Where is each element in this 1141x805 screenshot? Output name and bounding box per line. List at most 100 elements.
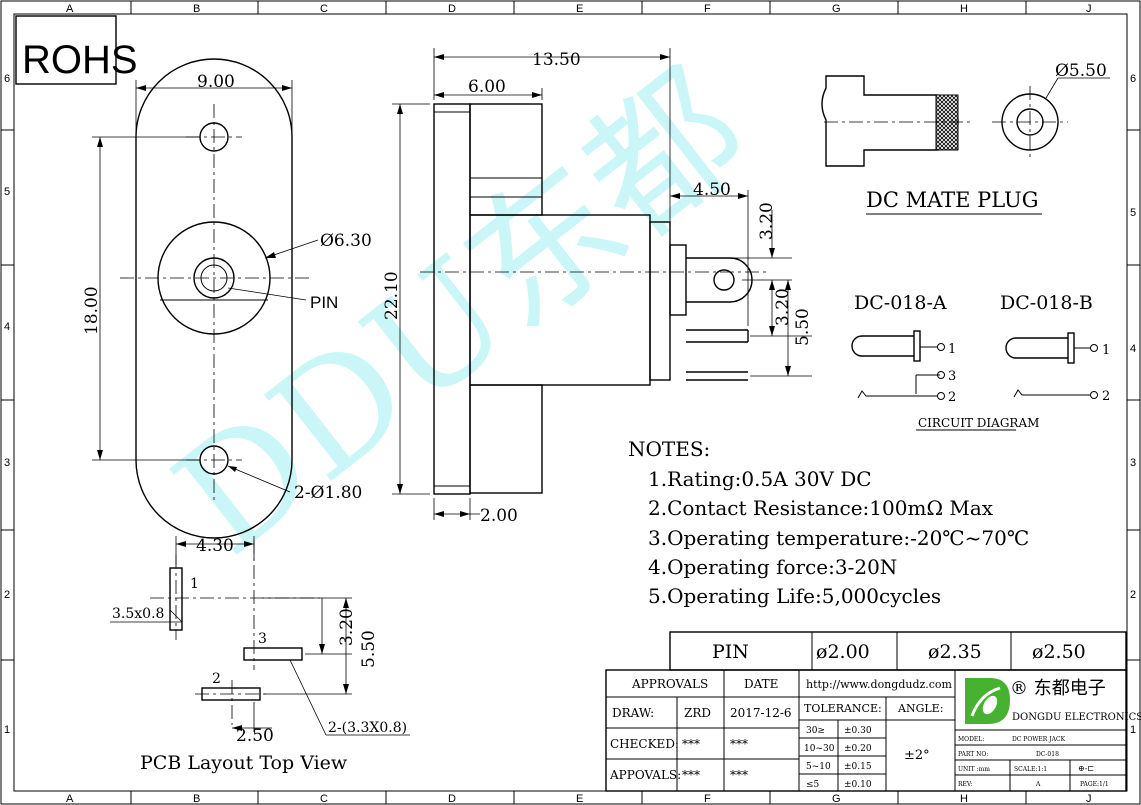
tb-appovals: APPOVALS: bbox=[609, 768, 681, 782]
side-view bbox=[392, 48, 812, 520]
tb-rev-k: REV: bbox=[958, 781, 973, 788]
col-j-bottom: J bbox=[1086, 793, 1092, 805]
col-f-top: F bbox=[704, 3, 711, 15]
row-6-left: 6 bbox=[4, 73, 10, 85]
tb-checked: CHECKED: bbox=[610, 737, 679, 751]
tb-page: PAGE:1/1 bbox=[1080, 781, 1109, 788]
rohs-box bbox=[15, 15, 117, 85]
tb-tol-range-2: 10~30 bbox=[804, 744, 835, 754]
note-2: 2.Contact Resistance:100mΩ Max bbox=[648, 496, 994, 520]
tb-tol-val-1: ±0.30 bbox=[844, 726, 872, 736]
front-dim-height: 18.00 bbox=[82, 286, 102, 335]
pcb-pad2-label: 2-(3.3X0.8) bbox=[328, 720, 407, 736]
front-dim-dia: Ø6.30 bbox=[320, 231, 372, 251]
circuit-a-pin2: 2 bbox=[948, 390, 956, 405]
row-4-right: 4 bbox=[1130, 343, 1136, 355]
tb-draw: DRAW: bbox=[612, 706, 654, 720]
note-4: 4.Operating force:3-20N bbox=[648, 555, 897, 579]
pin-option-2: ø2.35 bbox=[928, 641, 982, 663]
note-5: 5.Operating Life:5,000cycles bbox=[648, 584, 941, 608]
side-dim-tab: 4.50 bbox=[693, 180, 731, 200]
side-dim-v1: 3.20 bbox=[757, 202, 777, 240]
row-4-left: 4 bbox=[4, 321, 10, 333]
tb-tol-range-4: ≤5 bbox=[806, 780, 820, 790]
side-dim-body: 6.00 bbox=[468, 77, 506, 97]
tb-part-k: PART NO: bbox=[958, 751, 988, 758]
col-c-bottom: C bbox=[320, 793, 328, 805]
tb-checked-stars-1: *** bbox=[682, 737, 700, 751]
tb-company-en: DONGDU ELECTRONICS bbox=[1012, 712, 1141, 723]
tb-projection: ⊕-⊏ bbox=[1078, 764, 1094, 773]
inner-border bbox=[13, 13, 1128, 792]
plug-dia: Ø5.50 bbox=[1055, 61, 1107, 81]
row-6-right: 6 bbox=[1130, 73, 1136, 85]
front-view bbox=[92, 58, 319, 539]
circuit-b-pin1: 1 bbox=[1102, 343, 1110, 358]
tb-approvals: APPROVALS bbox=[631, 677, 708, 691]
col-a-top: A bbox=[66, 3, 74, 15]
row-3-right: 3 bbox=[1130, 457, 1136, 469]
circuit-a-pin3: 3 bbox=[948, 369, 956, 384]
pcb-dim-32: 3.20 bbox=[337, 608, 357, 646]
pcb-dim-25: 2.50 bbox=[236, 726, 274, 746]
tb-angle-val: ±2° bbox=[904, 748, 930, 763]
tb-appovals-stars-2: *** bbox=[730, 768, 748, 782]
tb-scale: SCALE:1:1 bbox=[1014, 766, 1047, 773]
tb-tol-val-4: ±0.10 bbox=[844, 780, 872, 790]
notes-title: NOTES: bbox=[628, 437, 710, 461]
mate-plug-drawing bbox=[821, 75, 1110, 215]
col-b-top: B bbox=[193, 3, 200, 15]
side-dim-height: 22.10 bbox=[382, 271, 402, 320]
col-b-bottom: B bbox=[193, 793, 200, 805]
col-g-top: G bbox=[832, 3, 841, 15]
circuit-a-pin1: 1 bbox=[948, 342, 956, 357]
tb-draw-name: ZRD bbox=[684, 706, 711, 720]
pcb-dim-55: 5.50 bbox=[359, 630, 379, 668]
row-2-right: 2 bbox=[1130, 589, 1136, 601]
title-block bbox=[605, 669, 1127, 792]
side-dim-flange: 2.00 bbox=[480, 506, 518, 526]
side-dim-v3: 5.50 bbox=[793, 308, 813, 346]
frame-labels: A B C D E F G H J A B C D E F G H J 6 5 … bbox=[4, 3, 1136, 805]
plug-label: DC MATE PLUG bbox=[866, 188, 1039, 212]
tb-model-k: MODEL: bbox=[958, 736, 984, 743]
row-2-left: 2 bbox=[4, 589, 10, 601]
tb-rev-v: A bbox=[1035, 781, 1041, 788]
row-5-right: 5 bbox=[1130, 207, 1136, 219]
note-1: 1.Rating:0.5A 30V DC bbox=[648, 467, 872, 491]
logo bbox=[965, 678, 1010, 724]
tb-tol-range-1: 30≥ bbox=[806, 726, 825, 736]
tb-url: http://www.dongdudz.com bbox=[806, 678, 953, 691]
col-c-top: C bbox=[320, 3, 328, 15]
note-3: 3.Operating temperature:-20℃~70℃ bbox=[648, 526, 1029, 550]
pcb-title: PCB Layout Top View bbox=[140, 752, 348, 774]
col-h-bottom: H bbox=[960, 793, 968, 805]
tb-appovals-stars-1: *** bbox=[682, 768, 700, 782]
rohs-label: ROHS bbox=[22, 38, 138, 82]
tb-model-v: DC POWER JACK bbox=[1012, 736, 1066, 743]
tb-unit-k: UNIT :mm bbox=[958, 766, 990, 773]
tb-tol-val-3: ±0.15 bbox=[844, 762, 872, 772]
front-dim-width: 9.00 bbox=[197, 72, 235, 92]
col-a-bottom: A bbox=[66, 793, 74, 805]
circuit-diagram bbox=[851, 330, 1098, 431]
row-3-left: 3 bbox=[4, 457, 10, 469]
pcb-n1: 1 bbox=[190, 576, 199, 592]
tb-company-cn: ® 东都电子 bbox=[1010, 678, 1106, 699]
pcb-n2: 2 bbox=[212, 671, 221, 687]
side-dim-total: 13.50 bbox=[532, 50, 581, 70]
circuit-b-label: DC-018-B bbox=[1000, 292, 1093, 314]
col-d-bottom: D bbox=[448, 793, 456, 805]
pcb-pad1-label: 3.5x0.8 bbox=[112, 606, 164, 622]
tb-tolerance: TOLERANCE: bbox=[804, 702, 882, 715]
col-g-bottom: G bbox=[832, 793, 841, 805]
front-hole-label: 2-Ø1.80 bbox=[294, 483, 362, 503]
circuit-a-label: DC-018-A bbox=[854, 292, 947, 314]
notes: NOTES: 1.Rating:0.5A 30V DC 2.Contact Re… bbox=[628, 437, 1029, 608]
tb-checked-stars-2: *** bbox=[730, 737, 748, 751]
row-5-left: 5 bbox=[4, 186, 10, 198]
tb-date: DATE bbox=[744, 677, 778, 691]
